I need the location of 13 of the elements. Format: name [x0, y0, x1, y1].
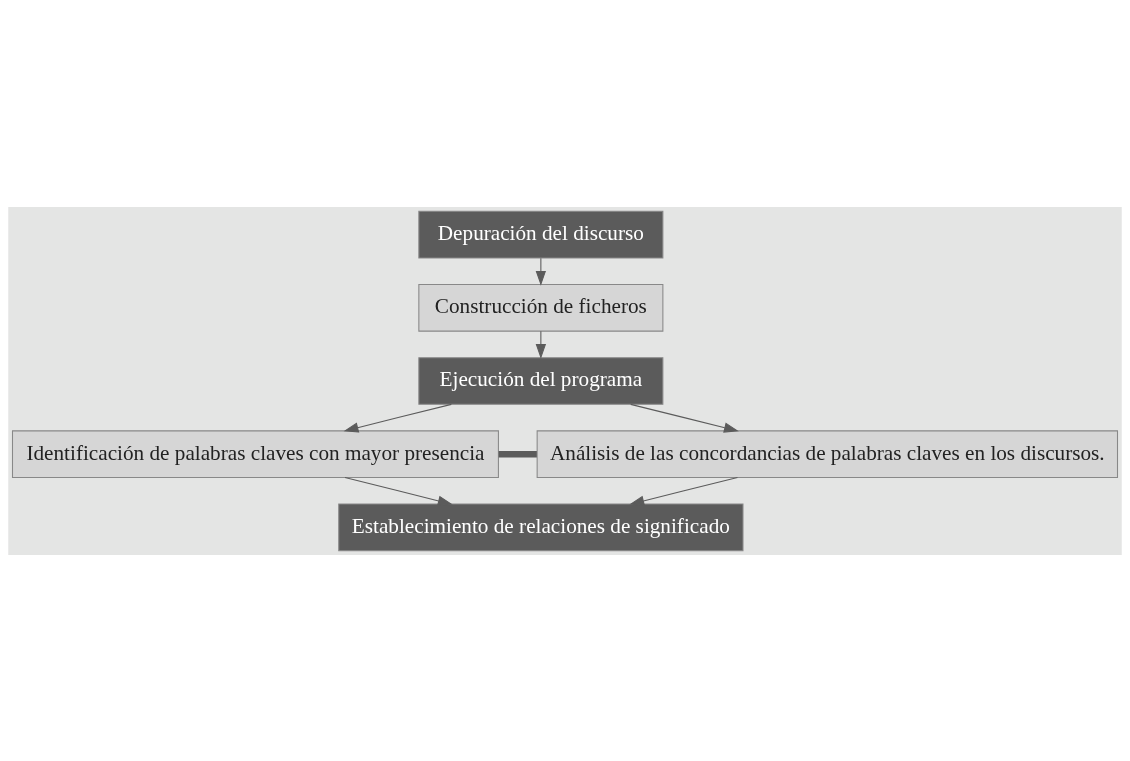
node-box: Análisis de las concordancias de palabras claves en los discursos.: [536, 429, 1119, 478]
node-box: Establecimiento de relaciones de significado: [338, 503, 744, 551]
node-box: Identificación de palabras claves con mayor presencia: [11, 429, 499, 478]
arrow: [344, 476, 453, 506]
arrow: [629, 476, 738, 506]
arrow: [343, 403, 452, 433]
node-box: Depuración del discurso: [418, 210, 664, 258]
node-box: Ejecución del programa: [418, 356, 664, 405]
arrow: [630, 403, 739, 433]
connector: [498, 450, 537, 457]
node-box: Construcción de ficheros: [418, 283, 664, 332]
arrow: [535, 257, 547, 286]
arrow: [535, 330, 547, 359]
